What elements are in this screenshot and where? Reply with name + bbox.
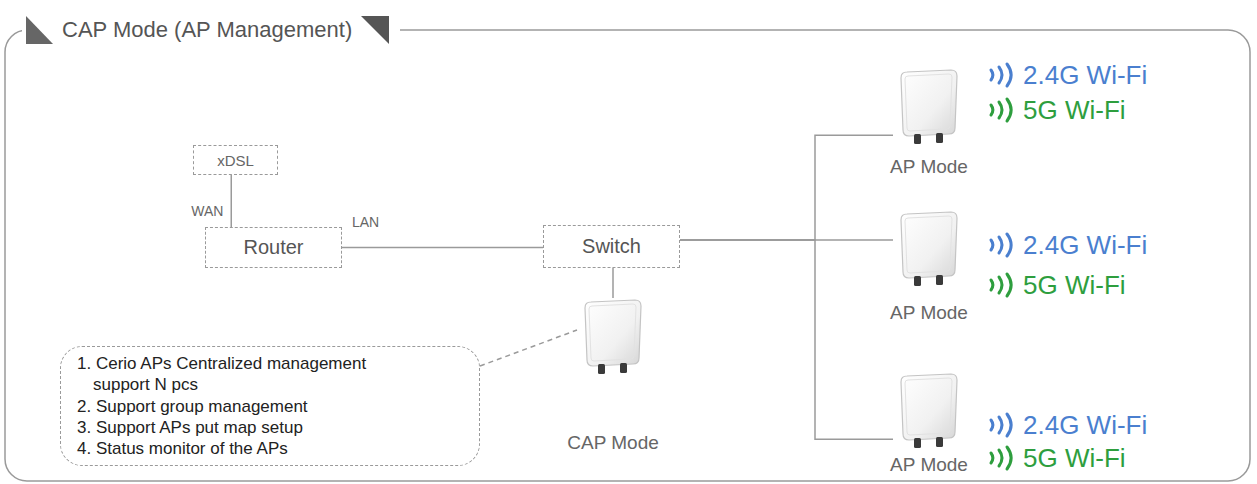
wifi-arc	[991, 280, 993, 290]
network-cable	[680, 135, 893, 240]
wifi-arc	[1007, 447, 1011, 469]
title-triangle	[361, 16, 389, 44]
wifi-band-label: 2.4G Wi-Fi	[1023, 230, 1147, 260]
title-triangle	[24, 15, 54, 45]
box-label: xDSL	[217, 152, 254, 169]
network-cable	[612, 268, 614, 298]
wifi-label-wrap: 2.4G Wi-Fi	[1023, 230, 1147, 260]
port-label: WAN	[189, 203, 225, 219]
wifi-arc	[999, 277, 1002, 293]
device-label-wrap: CAP Mode	[567, 432, 659, 454]
wifi-label-wrap: 5G Wi-Fi	[1023, 95, 1126, 125]
wifi-signal-icon	[987, 95, 1021, 125]
access-point-illustration	[893, 68, 965, 148]
port-label: LAN	[350, 214, 381, 230]
ap-device: AP Mode2.4G Wi-Fi5G Wi-Fi	[893, 210, 965, 290]
callout-item: 4. Status monitor of the APs	[77, 438, 403, 459]
wifi-arc	[999, 417, 1002, 433]
wifi-label-wrap: 5G Wi-Fi	[1023, 443, 1126, 473]
callout-item: 2. Support group management	[77, 396, 403, 417]
wifi-arc	[1007, 99, 1011, 121]
wifi-arc	[991, 105, 993, 115]
access-point-illustration	[577, 298, 649, 378]
wifi-arc	[991, 453, 993, 463]
device-mode-label: AP Mode	[890, 156, 968, 178]
box-label: Router	[243, 236, 303, 259]
diagram-title: CAP Mode (AP Management)	[62, 17, 352, 43]
wifi-band-label: 5G Wi-Fi	[1023, 270, 1126, 300]
wifi-arc	[991, 420, 993, 430]
device-label-wrap: AP Mode	[890, 302, 968, 324]
callout-item: 1. Cerio APs Centralized management supp…	[77, 353, 403, 396]
wifi-signal-icon	[987, 443, 1021, 473]
callout-bubble: 1. Cerio APs Centralized management supp…	[60, 346, 480, 466]
wifi-arc	[1007, 64, 1011, 86]
box-label: Switch	[582, 235, 641, 258]
access-point-illustration	[893, 210, 965, 290]
access-point-illustration	[585, 300, 641, 374]
wifi-band-label: 2.4G Wi-Fi	[1023, 410, 1147, 440]
wifi-signal-icon	[987, 270, 1021, 300]
wifi-band-label: 5G Wi-Fi	[1023, 443, 1126, 473]
modem-box: xDSL	[193, 145, 278, 175]
callout-item: 3. Support APs put map setup	[77, 417, 403, 438]
wifi-arc	[1007, 274, 1011, 296]
wifi-arc	[1007, 234, 1011, 256]
wifi-arc	[991, 70, 993, 80]
router-box: Router	[205, 227, 342, 268]
access-point-illustration	[901, 374, 957, 448]
title-bar: CAP Mode (AP Management)	[22, 12, 400, 48]
wifi-arc	[999, 237, 1002, 253]
wifi-arc	[999, 67, 1002, 83]
wifi-signal-icon	[987, 60, 1021, 90]
device-mode-label: AP Mode	[890, 454, 968, 476]
network-cable	[680, 240, 893, 439]
access-point-illustration	[893, 372, 965, 452]
ap-device: AP Mode2.4G Wi-Fi5G Wi-Fi	[893, 372, 965, 452]
edge-label-wrap: LAN	[350, 214, 381, 230]
wifi-signal-icon	[987, 230, 1021, 260]
switch-box: Switch	[543, 225, 680, 268]
title-triangle	[26, 16, 53, 44]
cap-device: CAP Mode	[577, 298, 649, 378]
device-label-wrap: AP Mode	[890, 156, 968, 178]
edge-label-wrap: WAN	[189, 203, 225, 219]
wifi-label-wrap: 2.4G Wi-Fi	[1023, 60, 1147, 90]
network-cable	[231, 175, 233, 227]
device-label-wrap: AP Mode	[890, 454, 968, 476]
title-triangle	[360, 15, 390, 45]
callout-leader	[480, 330, 577, 366]
wifi-arc	[999, 450, 1002, 466]
network-cable	[342, 247, 543, 249]
wifi-signal-icon	[987, 410, 1021, 440]
wifi-band-label: 5G Wi-Fi	[1023, 95, 1126, 125]
access-point-illustration	[901, 70, 957, 144]
ap-device: AP Mode2.4G Wi-Fi5G Wi-Fi	[893, 68, 965, 148]
device-mode-label: AP Mode	[890, 302, 968, 324]
frame-outline	[5, 30, 1250, 481]
wifi-label-wrap: 5G Wi-Fi	[1023, 270, 1126, 300]
wifi-arc	[1007, 414, 1011, 436]
access-point-illustration	[901, 212, 957, 286]
wifi-arc	[999, 102, 1002, 118]
device-mode-label: CAP Mode	[567, 432, 659, 454]
wifi-arc	[991, 240, 993, 250]
wifi-label-wrap: 2.4G Wi-Fi	[1023, 410, 1147, 440]
wifi-band-label: 2.4G Wi-Fi	[1023, 60, 1147, 90]
